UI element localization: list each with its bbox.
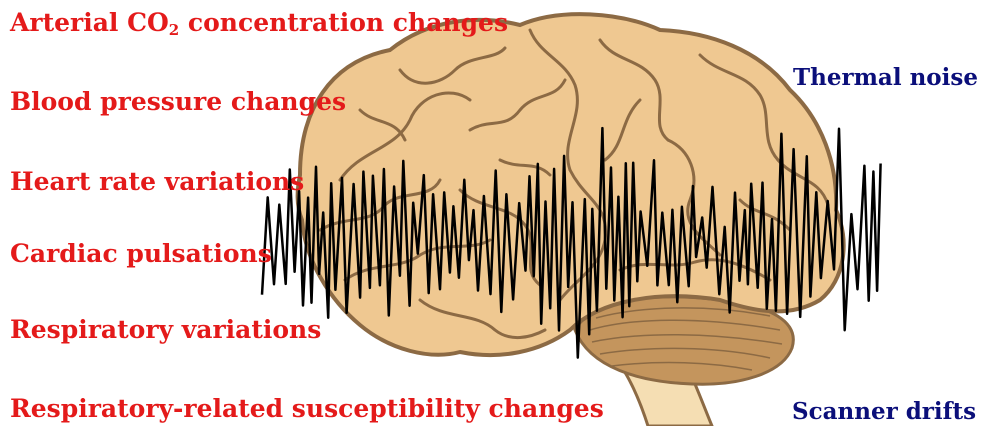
heart-rate-label: Heart rate variations [10,169,304,194]
thermal-noise-label: Thermal noise [793,66,978,89]
susceptibility-label: Respiratory-related susceptibility chang… [10,396,604,421]
scanner-drifts-label: Scanner drifts [792,400,976,423]
respiratory-variations-label: Respiratory variations [10,317,321,342]
co2-concentration-label: Arterial CO2 concentration changes [10,10,508,38]
cardiac-pulsations-label: Cardiac pulsations [10,241,272,266]
blood-pressure-label: Blood pressure changes [10,89,346,114]
